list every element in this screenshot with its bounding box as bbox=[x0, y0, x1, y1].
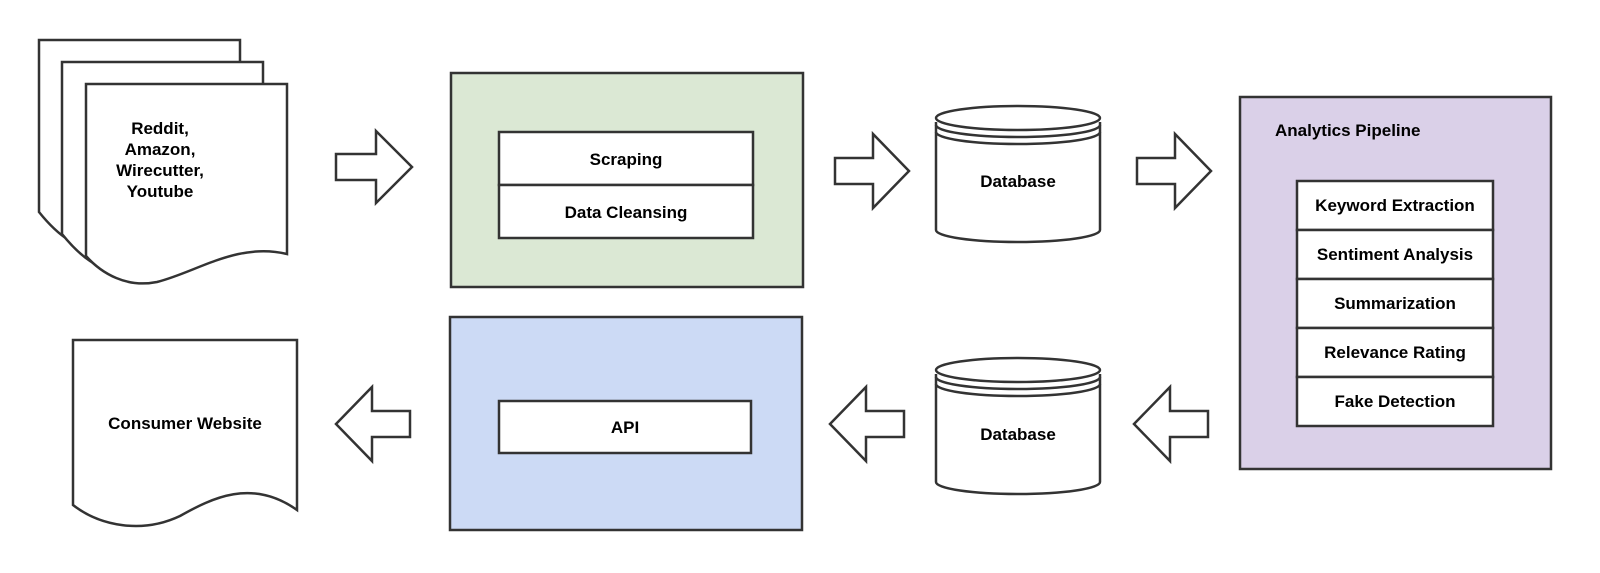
database-bottom-label: Database bbox=[980, 425, 1056, 444]
source-document-front bbox=[84, 82, 289, 285]
arrow-right-3 bbox=[1135, 130, 1213, 212]
source-line: Reddit, bbox=[131, 119, 189, 138]
source-documents: Reddit, Amazon, Wirecutter, Youtube bbox=[37, 38, 289, 285]
arrow-right-1 bbox=[334, 127, 414, 207]
analytics-stage: Analytics Pipeline Keyword Extraction Se… bbox=[1238, 95, 1553, 471]
consumer-document-shape bbox=[71, 338, 299, 528]
processing-step-label: Scraping bbox=[590, 150, 663, 169]
source-line: Youtube bbox=[127, 182, 194, 201]
database-bottom-cap bbox=[934, 356, 1102, 384]
analytics-step-label: Relevance Rating bbox=[1324, 343, 1466, 362]
source-line: Wirecutter, bbox=[116, 161, 204, 180]
consumer-website-document: Consumer Website bbox=[71, 338, 299, 528]
analytics-step-label: Fake Detection bbox=[1335, 392, 1456, 411]
processing-step-label: Data Cleansing bbox=[565, 203, 688, 222]
database-bottom: Database bbox=[934, 356, 1102, 496]
database-bottom-ring bbox=[934, 376, 1102, 391]
analytics-step-box bbox=[1295, 179, 1495, 232]
database-top-cap bbox=[934, 104, 1102, 132]
arrow-right-2 bbox=[833, 130, 911, 212]
database-top-label: Database bbox=[980, 172, 1056, 191]
processing-step-box bbox=[497, 183, 755, 240]
database-top: Database bbox=[934, 104, 1102, 244]
analytics-step-label: Keyword Extraction bbox=[1315, 196, 1475, 215]
database-top-ring bbox=[934, 131, 1102, 146]
arrow-left-2 bbox=[828, 383, 906, 465]
api-box bbox=[497, 399, 753, 455]
arrow-left-1 bbox=[1132, 383, 1210, 465]
api-stage: API bbox=[448, 315, 804, 532]
processing-stage: Scraping Data Cleansing bbox=[449, 71, 805, 289]
database-bottom-ring bbox=[934, 383, 1102, 398]
arrow-left-3 bbox=[334, 383, 412, 465]
database-top-ring bbox=[934, 124, 1102, 139]
analytics-step-box bbox=[1295, 375, 1495, 428]
analytics-step-box bbox=[1295, 326, 1495, 379]
analytics-title: Analytics Pipeline bbox=[1275, 121, 1421, 140]
source-line: Amazon, bbox=[125, 140, 196, 159]
database-top-body bbox=[934, 122, 1102, 244]
consumer-label: Consumer Website bbox=[108, 414, 262, 433]
api-label: API bbox=[611, 418, 639, 437]
analytics-step-box bbox=[1295, 277, 1495, 330]
database-bottom-body bbox=[934, 374, 1102, 496]
analytics-step-label: Sentiment Analysis bbox=[1317, 245, 1473, 264]
analytics-step-label: Summarization bbox=[1334, 294, 1456, 313]
analytics-step-box bbox=[1295, 228, 1495, 281]
